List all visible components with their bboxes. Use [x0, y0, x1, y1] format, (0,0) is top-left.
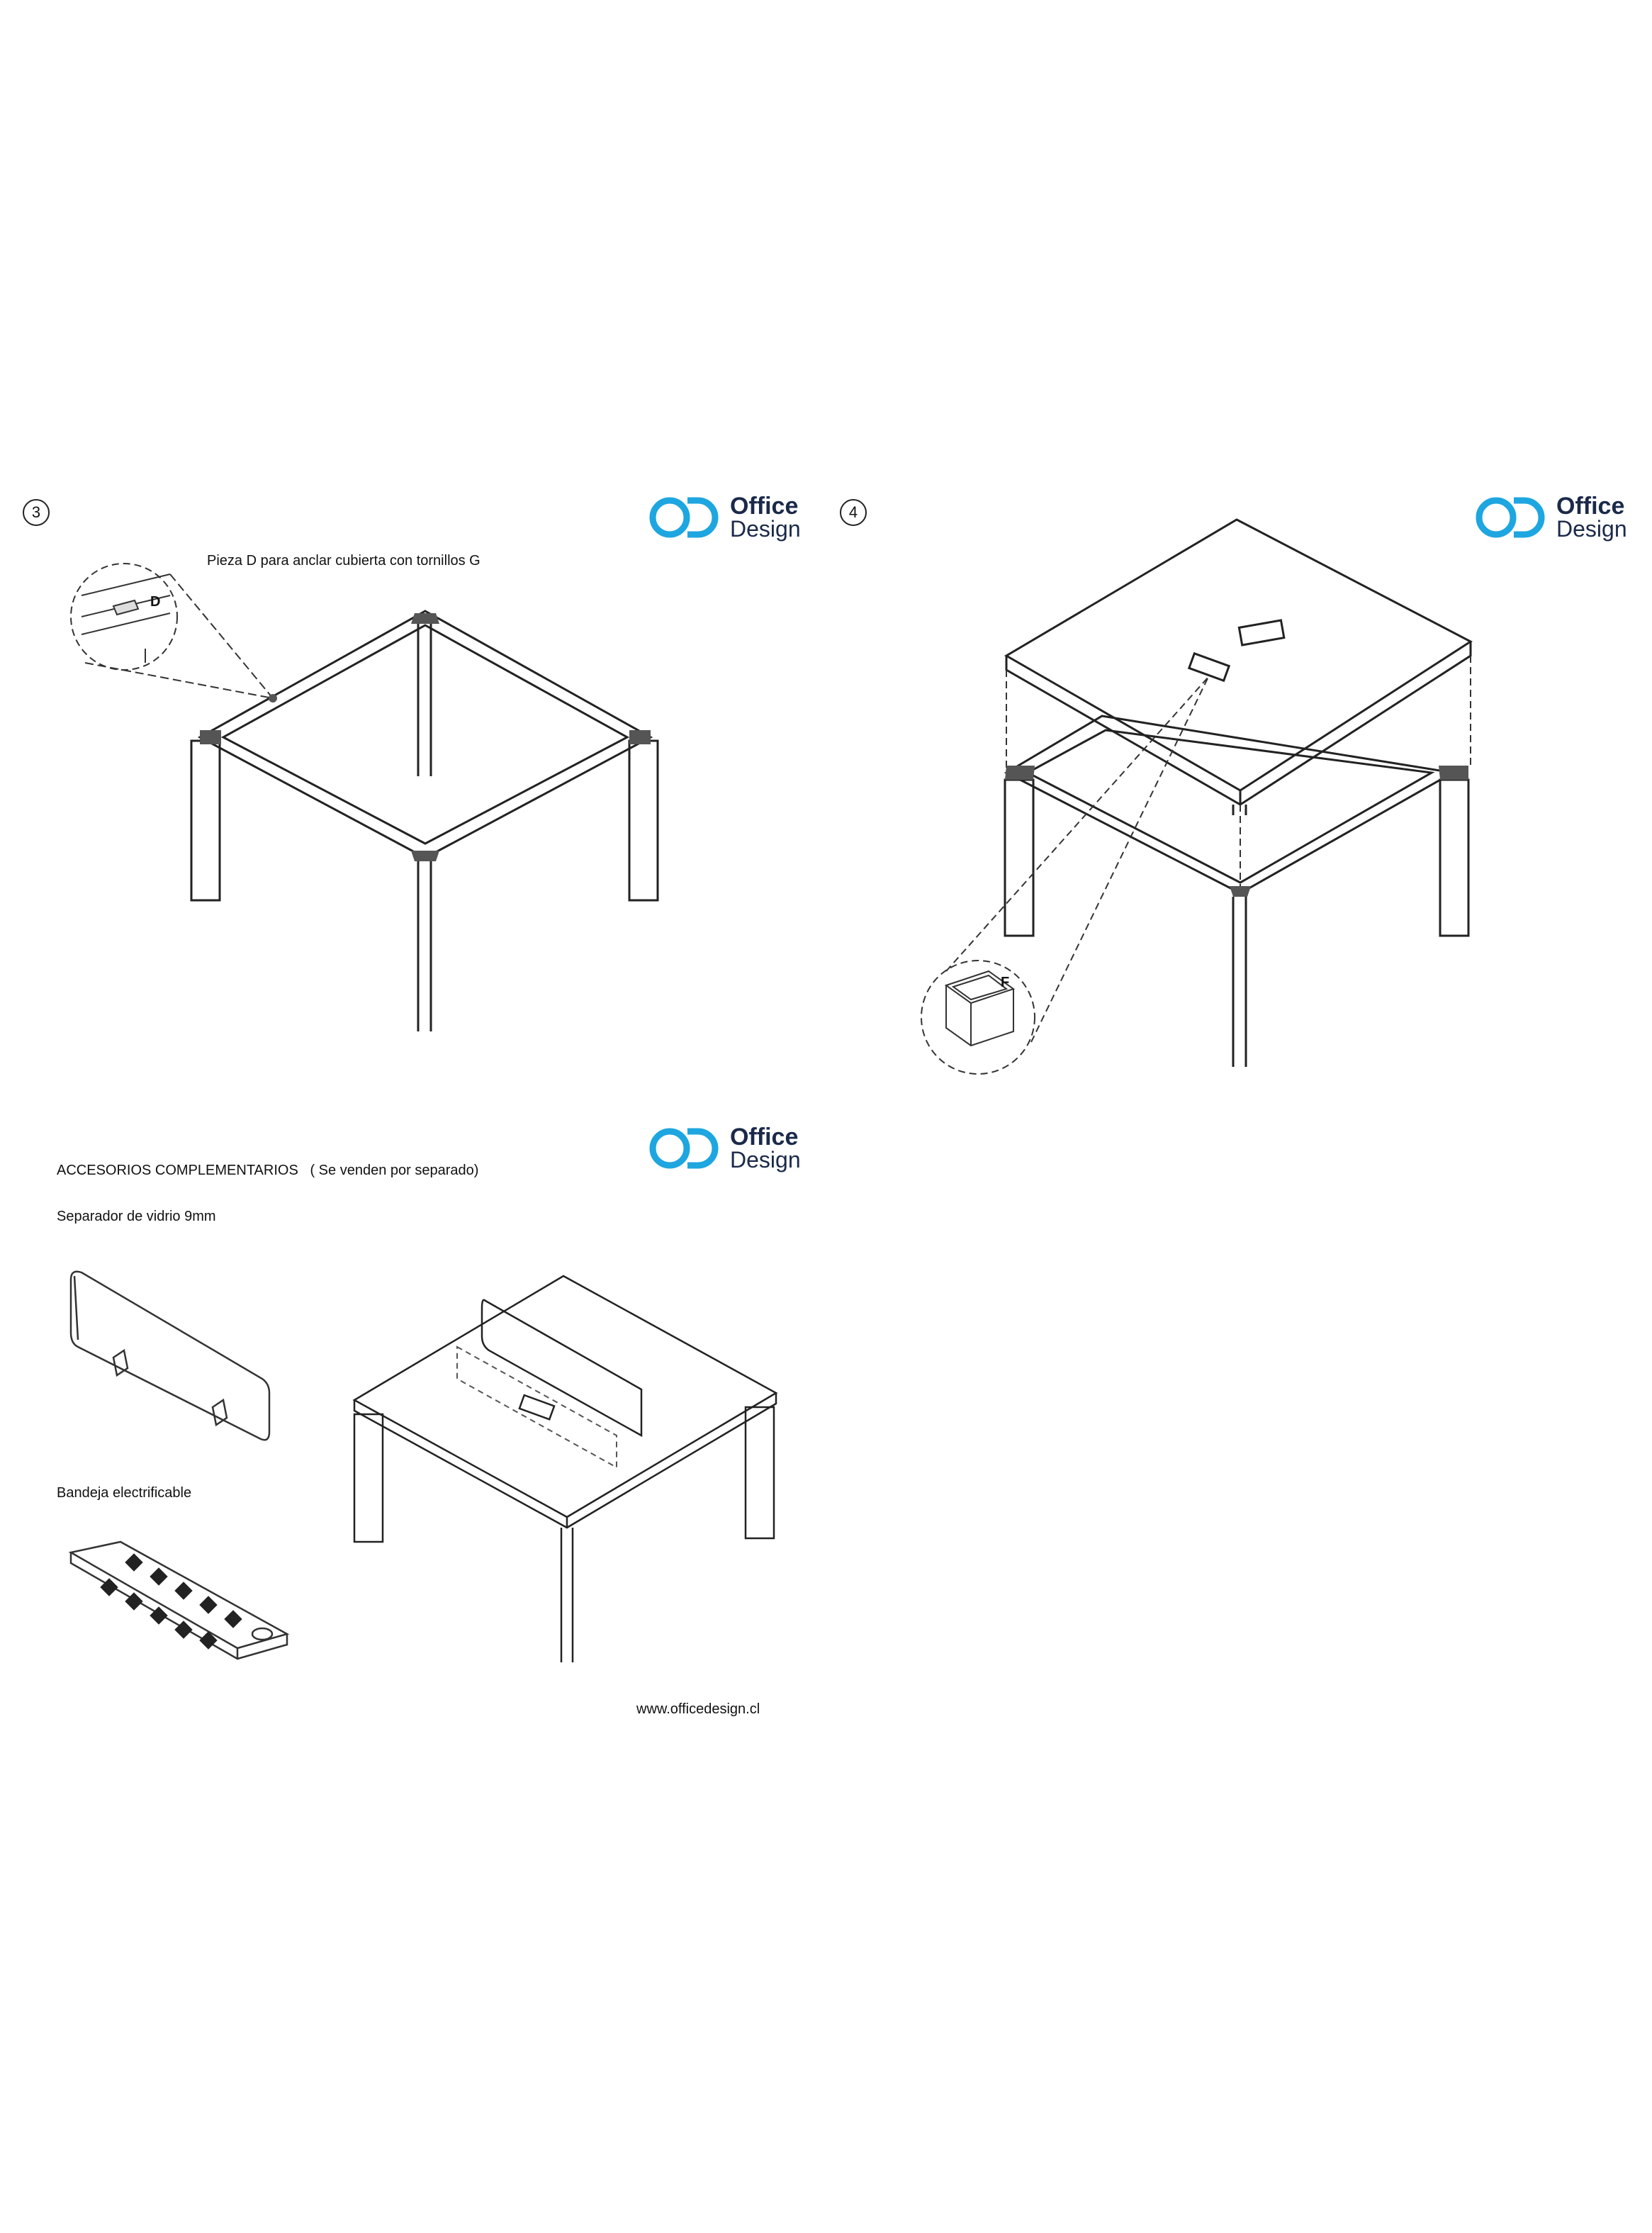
- brand-name-line1: Office: [730, 1124, 799, 1151]
- website-link[interactable]: www.officedesign.cl: [636, 1701, 760, 1717]
- detail-bubble-d: [70, 563, 274, 699]
- brand-logo-accessories: Office Design: [648, 1124, 811, 1173]
- step-3-number: 3: [23, 499, 50, 526]
- brand-name-line1: Office: [1556, 493, 1625, 520]
- brand-name-line2: Design: [730, 516, 801, 542]
- brand-name-line2: Design: [730, 1147, 801, 1173]
- glass-separator-drawing: [69, 1270, 271, 1441]
- accessories-heading: ACCESORIOS COMPLEMENTARIOS ( Se venden p…: [57, 1163, 479, 1178]
- glass-separator-label: Separador de vidrio 9mm: [57, 1209, 216, 1224]
- cable-tray-label: Bandeja electrificable: [57, 1485, 192, 1501]
- od-logo-icon: [649, 497, 719, 538]
- callout-letter-d: D: [150, 594, 161, 610]
- callout-letter-f: F: [1001, 975, 1010, 990]
- desk-with-separator-drawing: [352, 1275, 778, 1662]
- cable-tray-drawing: [68, 1540, 290, 1660]
- step-4-number: 4: [840, 499, 867, 526]
- separator-hidden-lines: [456, 1345, 617, 1469]
- cable-tray-cutouts: [100, 1553, 242, 1650]
- brand-logo-step4: Office Design: [1475, 493, 1638, 542]
- step-3-caption: Pieza D para anclar cubierta con tornill…: [207, 553, 481, 569]
- od-logo-icon: [1476, 497, 1545, 538]
- brand-logo-step3: Office Design: [648, 493, 811, 542]
- brand-name-line1: Office: [730, 493, 799, 520]
- od-logo-icon: [649, 1128, 719, 1169]
- brand-name-line2: Design: [1556, 516, 1627, 542]
